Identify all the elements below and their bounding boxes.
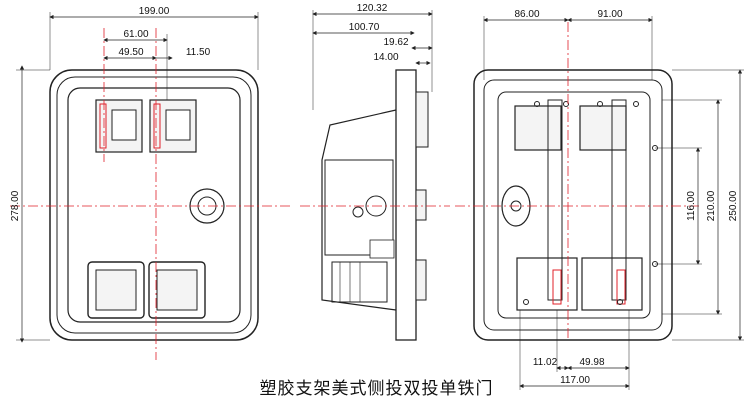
coin-mech-label <box>369 239 395 259</box>
dim-rear-left-label: 86.00 <box>514 9 539 20</box>
screw-hole <box>597 101 603 107</box>
screw-hole <box>534 101 540 107</box>
drawing-caption: 塑胶支架美式侧投双投单铁门 <box>259 379 494 399</box>
coin-chute <box>331 261 388 303</box>
rear-coin-mech-left-top <box>514 105 562 151</box>
side-reject-knob <box>415 259 427 301</box>
rear-coin-mech-right-top <box>579 105 627 151</box>
screw-hole <box>563 101 569 107</box>
side-panel <box>395 69 417 341</box>
dim-front-width-label: 199.00 <box>139 6 170 17</box>
dim-rear-b2-label: 49.98 <box>579 357 604 368</box>
rear-coin-mech-right-bottom <box>581 257 643 311</box>
rear-coin-mech-left-bottom <box>516 257 578 311</box>
dim-side-flange-label: 19.62 <box>383 37 408 48</box>
dim-side-flange2-label: 14.00 <box>373 52 398 63</box>
dim-side-depth-label: 120.32 <box>357 3 388 14</box>
screw-hole <box>617 299 623 305</box>
screw-hole <box>523 299 529 305</box>
screw-hole <box>633 101 639 107</box>
side-view: 120.32 100.70 19.62 14.00 <box>300 3 450 341</box>
rear-coin-slot-right <box>616 269 626 305</box>
dim-front-slot2-label: 11.50 <box>186 47 211 58</box>
reject-window-right <box>148 261 206 319</box>
dim-rear-b3-label: 117.00 <box>560 375 590 386</box>
side-lock-knob <box>415 189 427 221</box>
dim-rear-h3-label: 250.00 <box>728 190 739 221</box>
rear-coin-slot-left <box>552 269 562 305</box>
coin-button-left <box>111 109 137 141</box>
rear-coin-mech-left-rail <box>547 99 563 301</box>
rear-outer-frame <box>473 69 673 341</box>
reject-window-left <box>87 261 145 319</box>
side-frame <box>321 109 397 311</box>
reject-button-right <box>156 269 198 311</box>
coin-slot-left <box>99 103 107 149</box>
dim-front-inner-label: 61.00 <box>123 29 148 40</box>
dim-front-height-label: 278.00 <box>10 190 21 221</box>
dim-side-depth2-label: 100.70 <box>349 22 380 33</box>
coin-mech-body <box>324 159 394 256</box>
rear-inner-frame <box>483 79 663 331</box>
dim-rear-b1-label: 11.02 <box>533 357 558 368</box>
dim-rear-h2-label: 210.00 <box>706 190 717 221</box>
reject-button-left <box>95 269 137 311</box>
coin-slot-right <box>153 103 161 149</box>
front-inner-frame <box>56 76 252 334</box>
side-bezel <box>415 91 429 148</box>
front-view: 199.00 61.00 49.50 11.50 278.00 <box>10 6 290 360</box>
rear-view: 86.00 91.00 116.00 210.00 250.00 11.02 4… <box>455 9 744 390</box>
front-outer-frame <box>49 69 259 341</box>
dim-rear-right-label: 91.00 <box>597 9 622 20</box>
coin-button-right <box>165 109 191 141</box>
dim-rear-h1-label: 116.00 <box>686 191 697 221</box>
front-plate <box>67 87 241 323</box>
coin-mech-gear-small <box>352 206 364 218</box>
dim-front-slot-label: 49.50 <box>118 47 143 58</box>
rear-plate <box>497 91 651 319</box>
